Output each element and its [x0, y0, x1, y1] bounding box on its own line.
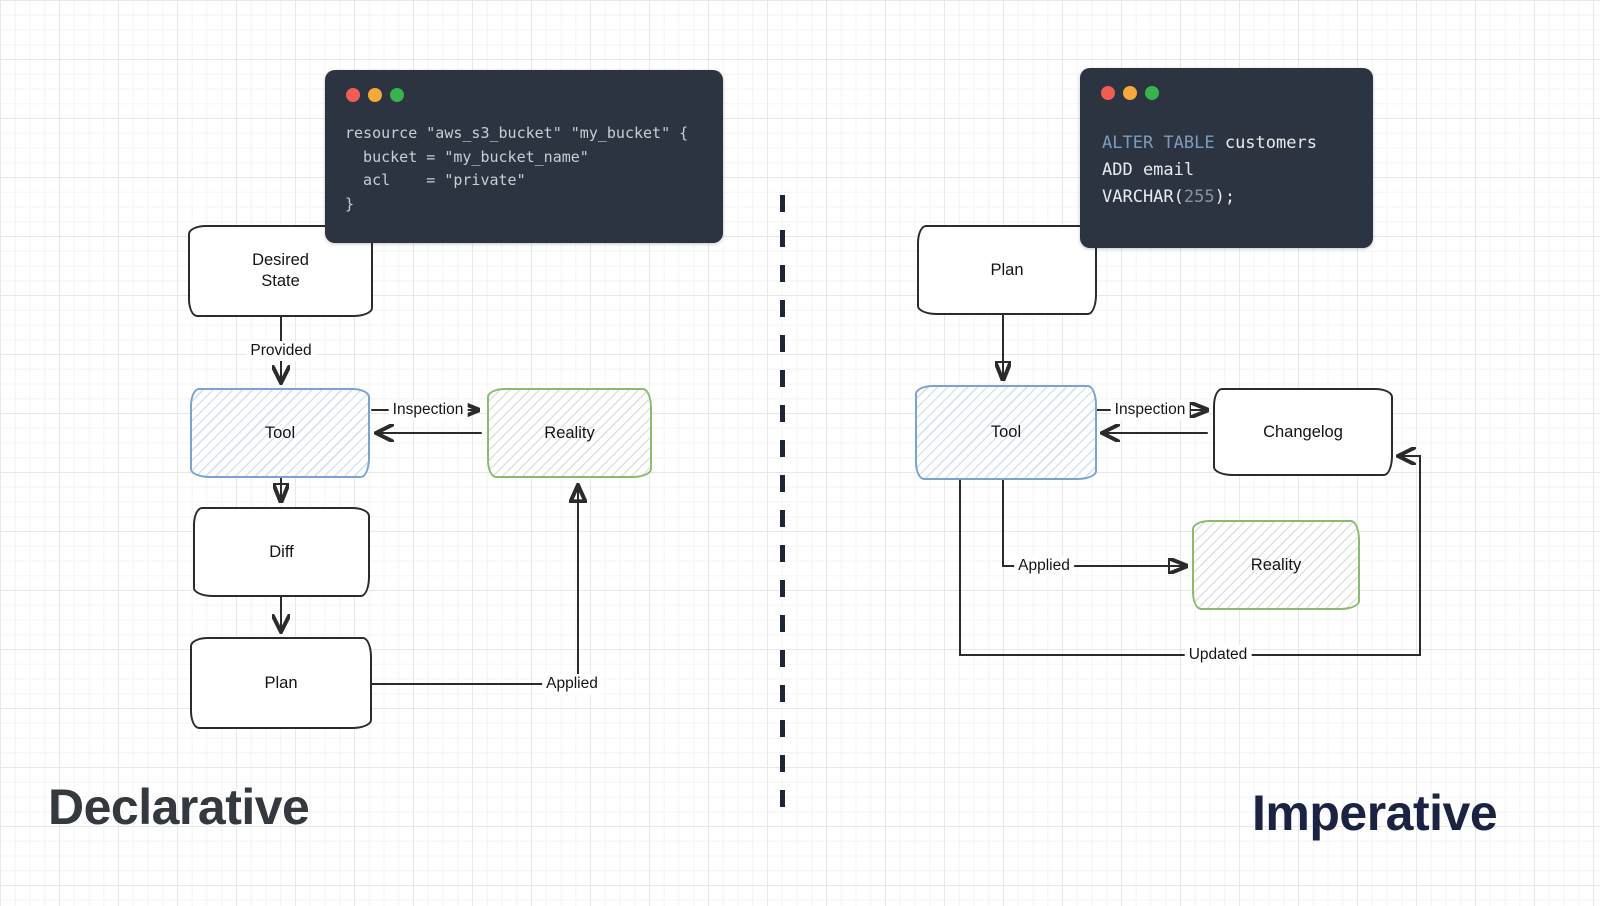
desired-state-label: Desired State — [252, 251, 309, 290]
diff-box: Diff — [193, 507, 370, 597]
reality-box-right: Reality — [1192, 520, 1360, 610]
traffic-light-minimize-icon — [368, 88, 382, 102]
edge-label-inspection-right: Inspection — [1110, 400, 1190, 420]
window-controls — [1080, 68, 1373, 100]
edge-applied-left — [371, 486, 578, 685]
tool-label-left: Tool — [264, 423, 296, 442]
edge-label-provided: Provided — [246, 341, 316, 361]
changelog-label: Changelog — [1263, 422, 1343, 441]
changelog-box: Changelog — [1213, 388, 1393, 476]
plan-label-left: Plan — [264, 673, 298, 692]
plan-box-left: Plan — [190, 637, 372, 729]
edge-applied-right — [1002, 479, 1186, 566]
edge-label-applied-left: Applied — [542, 674, 602, 694]
traffic-light-minimize-icon — [1123, 86, 1137, 100]
terraform-code: resource "aws_s3_bucket" "my_bucket" { b… — [345, 124, 689, 213]
edge-label-updated: Updated — [1184, 645, 1252, 665]
tool-box-right: Tool — [915, 385, 1097, 480]
edge-updated — [959, 456, 1421, 656]
diff-label: Diff — [269, 542, 294, 561]
edge-label-applied-right: Applied — [1014, 556, 1074, 576]
declarative-heading: Declarative — [48, 779, 310, 835]
terraform-code-window: resource "aws_s3_bucket" "my_bucket" { b… — [325, 70, 723, 243]
tool-label-right: Tool — [990, 423, 1022, 442]
traffic-light-close-icon — [1101, 86, 1115, 100]
reality-box-left: Reality — [487, 388, 652, 478]
edge-label-inspection-left: Inspection — [388, 400, 468, 420]
plan-box-right: Plan — [917, 225, 1097, 315]
reality-label-left: Reality — [544, 423, 595, 442]
tool-box-left: Tool — [190, 388, 370, 478]
section-divider — [780, 195, 785, 817]
traffic-light-maximize-icon — [390, 88, 404, 102]
plan-label-right: Plan — [990, 260, 1024, 279]
traffic-light-maximize-icon — [1145, 86, 1159, 100]
traffic-light-close-icon — [346, 88, 360, 102]
reality-label-right: Reality — [1250, 555, 1302, 574]
window-controls — [325, 70, 723, 102]
imperative-heading: Imperative — [1252, 785, 1498, 841]
